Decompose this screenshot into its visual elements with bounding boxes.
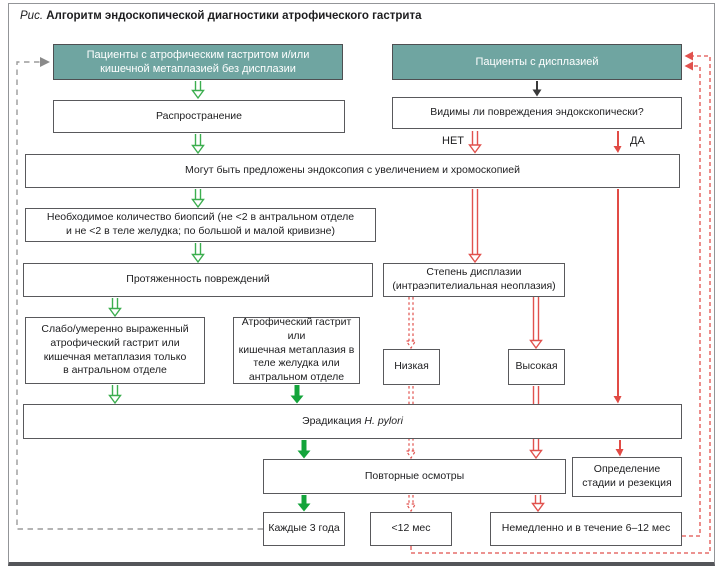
green-solid-arrow-icon xyxy=(297,495,311,512)
red-dashed-arrow-icon xyxy=(405,495,417,513)
red-outline-arrow-icon xyxy=(531,495,545,513)
red-solid-arrow-icon xyxy=(613,189,622,404)
black-arrow-icon xyxy=(532,81,542,97)
red-dashed-feedback-arrowhead-icon xyxy=(684,51,693,61)
red-dashed-arrow-icon xyxy=(405,297,417,350)
green-outline-arrow-icon xyxy=(191,189,205,209)
green-outline-arrow-icon xyxy=(191,81,205,100)
node-staging-resection: Определение стадии и резекция xyxy=(572,457,682,497)
figure-title: Рис. Алгоритм эндоскопической диагностик… xyxy=(20,10,421,22)
green-solid-arrow-icon xyxy=(297,440,311,459)
green-outline-arrow-icon xyxy=(191,243,205,264)
node-question-visible-endoscopically: Видимы ли повреждения эндокскопически? xyxy=(392,97,682,129)
node-high-grade: Высокая xyxy=(508,349,565,385)
green-outline-arrow-icon xyxy=(108,385,122,405)
red-dashed-feedback-arrowhead-icon xyxy=(684,61,693,71)
node-spread: Распространение xyxy=(53,100,345,133)
eradication-text: Эрадикация xyxy=(302,414,365,427)
node-every-3-years: Каждые 3 года xyxy=(263,512,345,546)
green-outline-arrow-icon xyxy=(191,134,205,155)
red-outline-arrow-icon xyxy=(468,131,482,154)
edge-label-no: НЕТ xyxy=(442,135,464,147)
red-solid-arrow-icon xyxy=(613,131,622,153)
red-outline-arrow-icon xyxy=(529,297,543,350)
node-eradication-h-pylori: Эрадикация H. pylori xyxy=(23,404,682,439)
gray-dashed-feedback-arrowhead-icon xyxy=(40,57,50,67)
node-low-grade: Низкая xyxy=(383,349,440,385)
edge-label-yes: ДА xyxy=(630,135,645,147)
node-lesion-extent: Протяженность повреждений xyxy=(23,263,373,297)
eradication-pathogen-name: H. pylori xyxy=(364,414,403,427)
green-outline-arrow-icon xyxy=(108,298,122,318)
figure-label: Рис. xyxy=(20,10,44,22)
node-repeat-examinations: Повторные осмотры xyxy=(263,459,566,494)
node-dysplasia-grade: Степень дисплазии (интраэпителиальная не… xyxy=(383,263,565,297)
figure-title-text: Алгоритм эндоскопической диагностики атр… xyxy=(46,10,422,22)
red-solid-arrow-icon xyxy=(615,440,624,457)
node-patients-atrophic-gastritis: Пациенты с атрофическим гастритом и/или … xyxy=(53,44,343,80)
green-solid-arrow-icon xyxy=(290,385,304,404)
node-patients-dysplasia: Пациенты с дисплазией xyxy=(392,44,682,80)
node-mild-antral-gastritis: Слабо/умеренно выраженный атрофический г… xyxy=(25,317,205,384)
node-magnifying-endoscopy-chromoscopy: Могут быть предложены эндоксопия с увели… xyxy=(25,154,680,188)
node-biopsies-count: Необходимое количество биопсий (не <2 в … xyxy=(25,208,376,242)
red-outline-arrow-icon xyxy=(468,189,482,264)
red-dashed-feedback-loop-icon xyxy=(682,65,701,537)
node-less-than-12-months: <12 мес xyxy=(370,512,452,546)
node-atrophic-gastritis-body: Атрофический гастрит или кишечная метапл… xyxy=(233,316,360,384)
node-immediately-6-12-months: Немедленно и в течение 6–12 мес xyxy=(490,512,682,546)
